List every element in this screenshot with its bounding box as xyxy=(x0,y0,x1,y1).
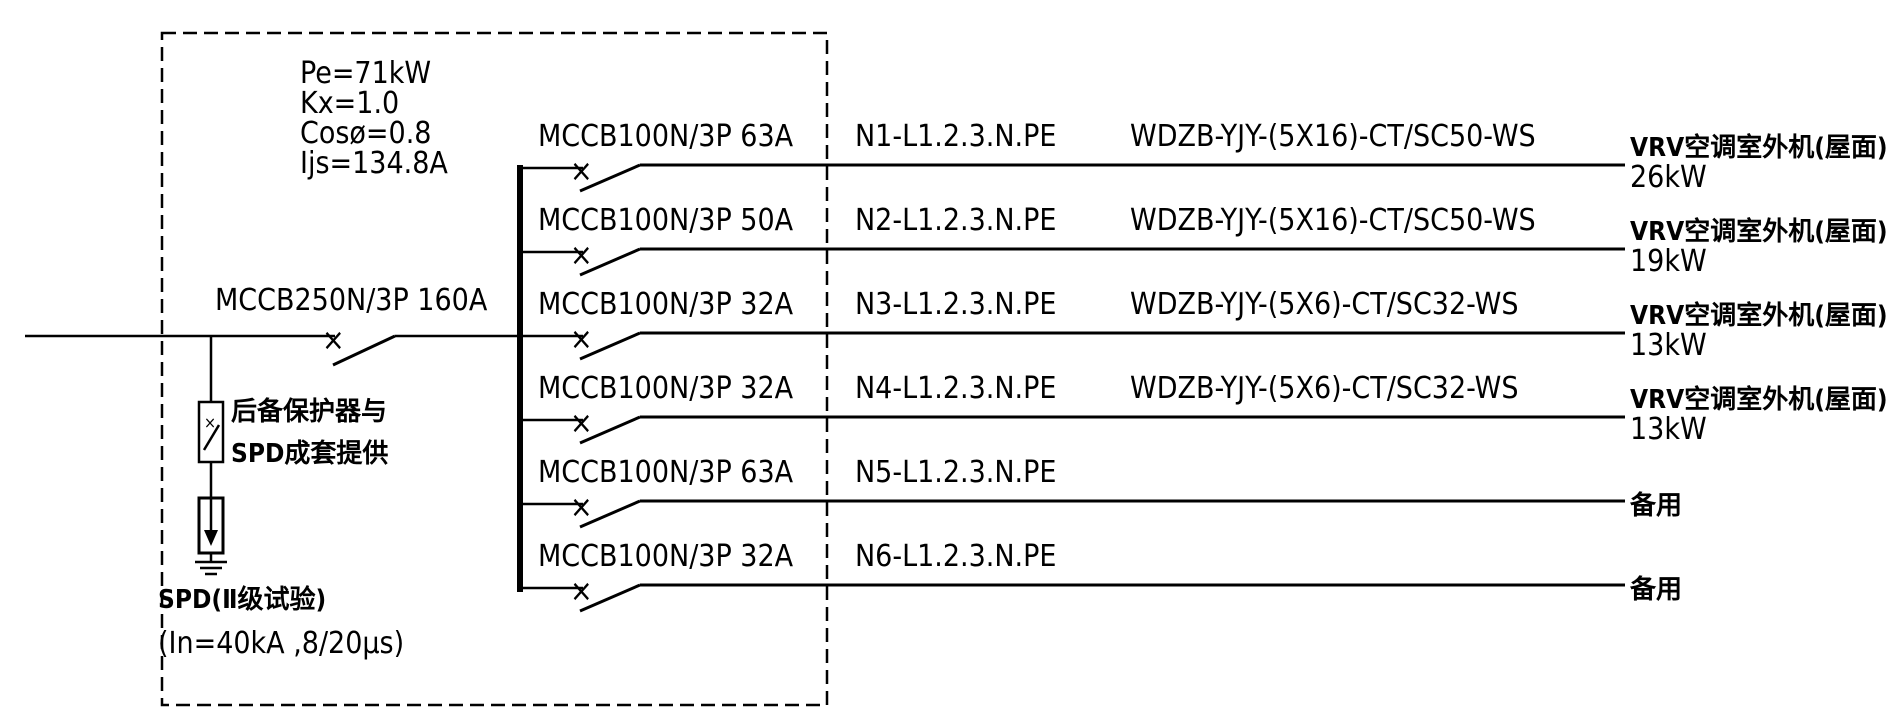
branch-load-power: 26kW xyxy=(1630,160,1707,195)
branch-load-power: 13kW xyxy=(1630,328,1707,363)
branch-breaker-label: MCCB100N/3P 32A xyxy=(538,539,794,574)
backup-protector-cross-icon: × xyxy=(204,413,216,432)
spd-branch: × xyxy=(195,336,227,576)
enclosure-boundary xyxy=(160,31,829,707)
branch-load-name: VRV空调室外机(屋面) xyxy=(1630,384,1888,415)
branch-circuit-id: N2-L1.2.3.N.PE xyxy=(855,203,1056,238)
branch-load-name: VRV空调室外机(屋面) xyxy=(1630,216,1888,247)
param-pe: Pe=71kW xyxy=(300,56,431,91)
branch-load-name: VRV空调室外机(屋面) xyxy=(1630,300,1888,331)
branch-cable-spec: WDZB-YJY-(5X6)-CT/SC32-WS xyxy=(1130,287,1519,322)
branch-cable-spec: WDZB-YJY-(5X16)-CT/SC50-WS xyxy=(1130,119,1536,154)
main-breaker-label: MCCB250N/3P 160A xyxy=(215,283,488,318)
branch-breaker-cross-icon: × xyxy=(570,406,593,441)
param-cos: Cosø=0.8 xyxy=(300,116,431,151)
branch-breaker-label: MCCB100N/3P 32A xyxy=(538,371,794,406)
branch-breaker-cross-icon: × xyxy=(570,322,593,357)
branch-circuit-id: N4-L1.2.3.N.PE xyxy=(855,371,1056,406)
branch-circuit-id: N3-L1.2.3.N.PE xyxy=(855,287,1056,322)
branch-load-name: 备用 xyxy=(1629,575,1682,605)
branch-load-power: 19kW xyxy=(1630,244,1707,279)
branch-circuit-id: N6-L1.2.3.N.PE xyxy=(855,539,1056,574)
branch-circuit-id: N5-L1.2.3.N.PE xyxy=(855,455,1056,490)
spd-label-2: (In=40kA ,8/20μs) xyxy=(158,626,404,661)
branch-load-name: 备用 xyxy=(1629,491,1682,521)
branch-breaker-blade xyxy=(579,247,641,277)
spd-arrow-icon xyxy=(204,530,218,546)
param-kx: Kx=1.0 xyxy=(300,86,399,121)
branch-breaker-cross-icon: × xyxy=(570,154,593,189)
branch-breaker-blade xyxy=(579,163,641,193)
branch-breaker-label: MCCB100N/3P 32A xyxy=(538,287,794,322)
branch-breaker-label: MCCB100N/3P 63A xyxy=(538,455,794,490)
param-ijs: Ijs=134.8A xyxy=(300,146,448,181)
main-breaker-cross-icon: × xyxy=(322,323,345,358)
backup-protector-icon xyxy=(197,400,225,464)
branch-load-name: VRV空调室外机(屋面) xyxy=(1630,132,1888,163)
branch-breaker-blade xyxy=(579,499,641,529)
backup-protector-note-2: SPD成套提供 xyxy=(231,439,388,469)
branch-breaker-blade xyxy=(579,331,641,361)
branch-circuit-id: N1-L1.2.3.N.PE xyxy=(855,119,1056,154)
main-breaker-blade xyxy=(332,334,396,367)
backup-protector-blade xyxy=(202,424,221,451)
branch-breaker-label: MCCB100N/3P 50A xyxy=(538,203,794,238)
branch-breaker-cross-icon: × xyxy=(570,574,593,609)
branch-breaker-cross-icon: × xyxy=(570,238,593,273)
branch-breaker-blade xyxy=(579,415,641,445)
branch-load-power: 13kW xyxy=(1630,412,1707,447)
branch-breaker-blade xyxy=(579,583,641,613)
spd-label-1: SPD(Ⅱ级试验) xyxy=(158,584,326,615)
branch-breaker-label: MCCB100N/3P 63A xyxy=(538,119,794,154)
backup-protector-note-1: 后备保护器与 xyxy=(231,397,387,427)
branch-cable-spec: WDZB-YJY-(5X16)-CT/SC50-WS xyxy=(1130,203,1536,238)
branch-cable-spec: WDZB-YJY-(5X6)-CT/SC32-WS xyxy=(1130,371,1519,406)
branch-breaker-cross-icon: × xyxy=(570,490,593,525)
